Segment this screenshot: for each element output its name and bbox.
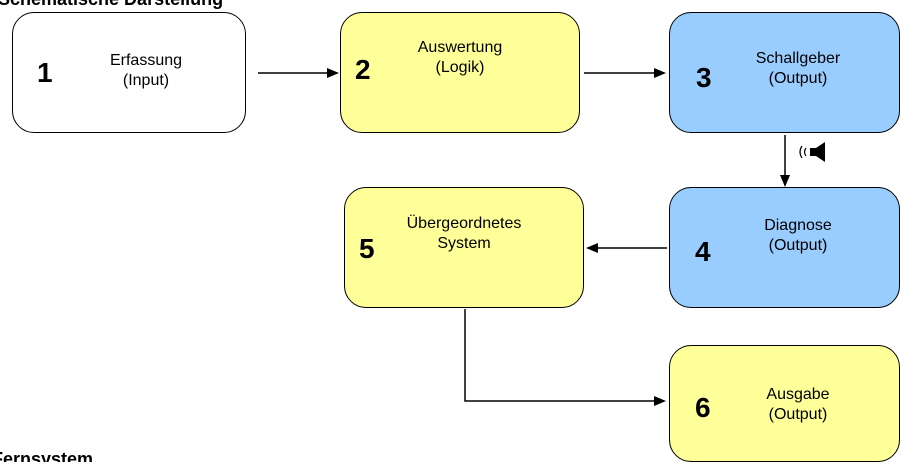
partial-footer-text: Fernsystem	[0, 449, 94, 462]
box-schallgeber: 3 Schallgeber (Output)	[669, 12, 900, 133]
box-label: Auswertung (Logik)	[417, 39, 503, 76]
box-number: 6	[695, 392, 711, 423]
box-label: Schallgeber (Output)	[755, 50, 841, 87]
box-diagnose: 4 Diagnose (Output)	[669, 187, 900, 308]
box-number: 1	[37, 57, 53, 88]
box-number: 3	[696, 62, 712, 93]
box-number: 2	[355, 54, 371, 85]
box-label: Übergeordnetes System	[406, 215, 522, 252]
arrow-5-to-6	[464, 309, 666, 406]
speaker-sound-icon	[795, 140, 835, 164]
partial-header-text: Schematische Darstellung	[0, 0, 223, 8]
box-label: Ausgabe (Output)	[766, 386, 830, 423]
box-label: Erfassung (Input)	[109, 52, 183, 89]
box-auswertung: 2 Auswertung (Logik)	[340, 12, 580, 133]
box-ausgabe: 6 Ausgabe (Output)	[669, 345, 900, 462]
box-number: 4	[695, 236, 711, 267]
box-number: 5	[359, 233, 375, 264]
box-uebergeordnetes-system: 5 Übergeordnetes System	[344, 187, 584, 308]
box-erfassung: 1 Erfassung (Input)	[12, 12, 246, 133]
box-label: Diagnose (Output)	[764, 217, 832, 254]
